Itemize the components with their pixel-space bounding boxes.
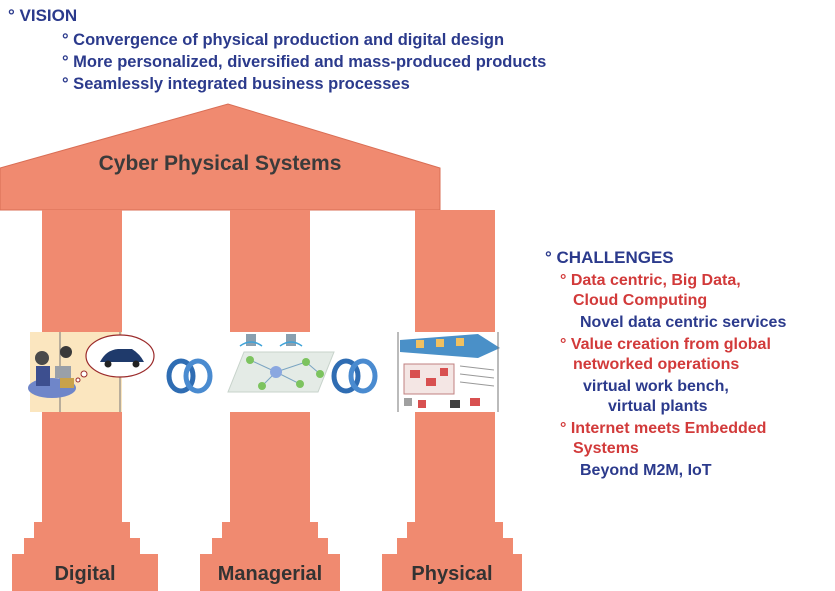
pillar-managerial-top [230, 210, 310, 332]
challenge-line: virtual plants [608, 398, 708, 415]
base-managerial-step3 [200, 554, 340, 591]
roof [0, 103, 441, 211]
link-icon-left [166, 358, 213, 394]
challenge-line: ° Internet meets Embedded [560, 420, 767, 437]
challenge-line: Beyond M2M, IoT [580, 462, 712, 479]
base-physical-step3 [382, 554, 522, 591]
managerial-illustration [227, 334, 335, 393]
challenge-line: virtual work bench, [583, 378, 729, 395]
link-icon-right [331, 358, 378, 394]
vision-item: ° More personalized, diversified and mas… [62, 53, 547, 71]
base-digital-step2 [24, 538, 140, 554]
challenge-line: Novel data centric services [580, 314, 787, 331]
base-digital-step3 [12, 554, 158, 591]
pillar-digital-bottom [42, 412, 122, 522]
base-managerial-step2 [212, 538, 328, 554]
vision-title: ° VISION [8, 6, 78, 25]
challenge-line: networked operations [573, 356, 740, 373]
pillar-digital-top [42, 210, 122, 332]
digital-illustration [28, 332, 155, 412]
base-physical-step1 [407, 522, 503, 538]
challenge-line: Cloud Computing [573, 292, 708, 309]
base-managerial-step1 [222, 522, 318, 538]
challenges-title: ° CHALLENGES [545, 248, 674, 267]
pillar-label-digital: Digital [54, 563, 116, 585]
pillar-managerial-bottom [230, 412, 310, 522]
pillar-label-physical: Physical [411, 563, 493, 585]
challenge-line: ° Value creation from global [560, 336, 771, 353]
vision-item: ° Convergence of physical production and… [62, 31, 505, 49]
pillar-label-managerial: Managerial [217, 563, 323, 585]
physical-illustration [397, 332, 500, 412]
base-physical-step2 [397, 538, 513, 554]
challenge-line: ° Data centric, Big Data, [560, 272, 741, 289]
challenge-line: Systems [573, 440, 639, 457]
base-digital-step1 [34, 522, 130, 538]
pillar-physical-bottom [415, 412, 495, 522]
roof-title: Cyber Physical Systems [98, 152, 342, 175]
vision-item: ° Seamlessly integrated business process… [62, 75, 410, 93]
pillar-physical-top [415, 210, 495, 332]
